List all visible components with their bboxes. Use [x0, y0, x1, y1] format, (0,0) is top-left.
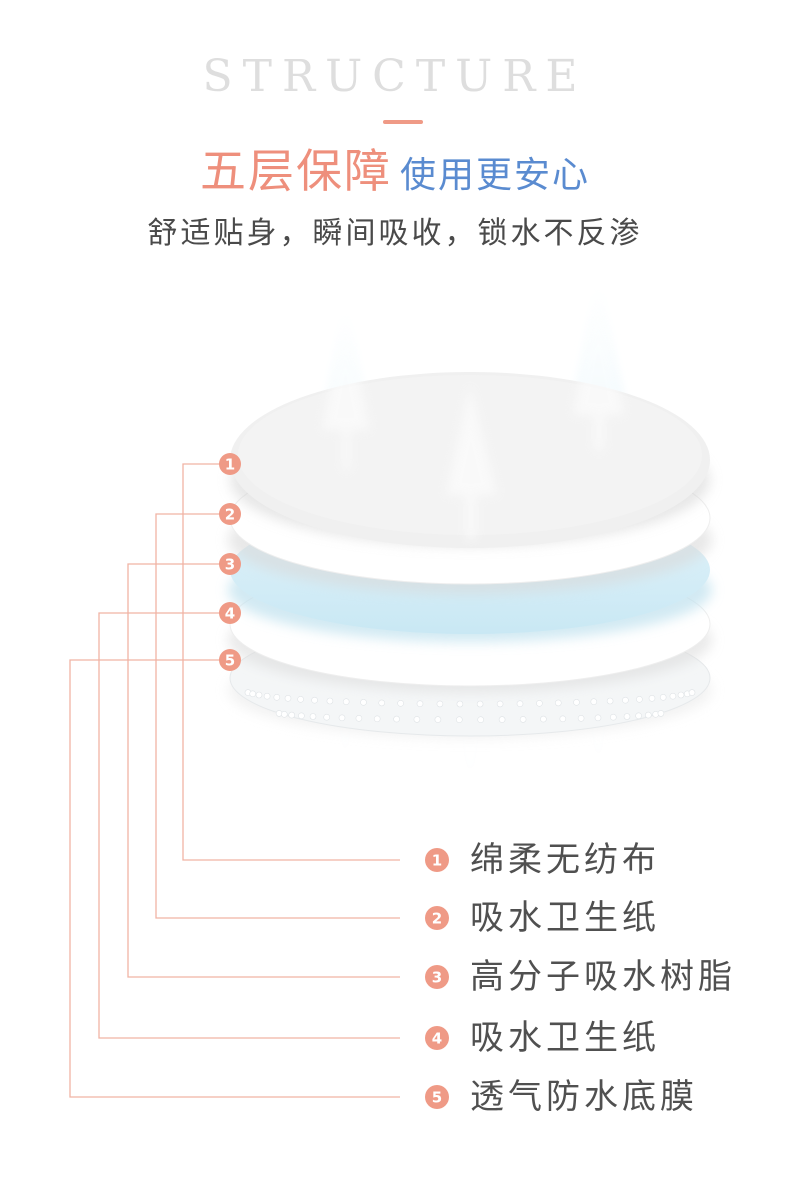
perforation-dot	[342, 698, 350, 706]
perforation-dots	[244, 689, 696, 724]
perforation-dot	[594, 714, 602, 722]
perforation-dot	[577, 714, 585, 722]
legend-label-5: 透气防水底膜	[470, 1077, 698, 1117]
perforation-dot	[393, 715, 400, 723]
perforation-dot	[476, 700, 484, 708]
leader-line-4	[98, 612, 400, 1039]
perforation-dot	[659, 693, 667, 701]
perforation-dot	[456, 700, 464, 708]
legend-badge-5: 5	[425, 1085, 449, 1109]
perforation-dot	[284, 694, 292, 702]
legend-label-1: 绵柔无纺布	[470, 840, 660, 880]
perforation-dot	[416, 700, 424, 708]
perforation-dot	[360, 698, 367, 706]
perforation-dot	[657, 710, 665, 717]
perforation-dot	[297, 695, 304, 703]
perforation-dot	[590, 698, 598, 706]
perforation-dot	[559, 715, 567, 723]
perforation-dot	[280, 710, 288, 718]
badge-5: 5	[219, 649, 241, 671]
svg-text:4: 4	[225, 605, 235, 623]
badge-3: 3	[219, 553, 241, 575]
airflow-arrows-front	[322, 285, 624, 540]
perforation-dot	[669, 692, 677, 700]
svg-text:5: 5	[225, 652, 235, 670]
perforation-dot	[455, 716, 463, 724]
perforation-dot	[373, 715, 381, 723]
arrow-up-icon	[446, 385, 497, 540]
perforation-dot	[323, 713, 331, 721]
leader-lines	[69, 463, 400, 1098]
leader-line-3	[127, 563, 400, 978]
legend-badge-1: 1	[425, 848, 449, 872]
perforation-dot	[554, 699, 562, 707]
headline: 五层保障使用更安心	[0, 140, 790, 213]
perforation-dot	[477, 716, 485, 724]
perforation-dot	[263, 692, 271, 700]
perforation-dot	[496, 700, 504, 708]
perforation-dot	[606, 697, 614, 705]
perforation-dot	[622, 696, 629, 704]
leader-line-1	[182, 463, 400, 861]
perforation-dot	[623, 713, 631, 720]
legend-label-4: 吸水卫生纸	[470, 1018, 660, 1058]
perforation-dot	[498, 716, 506, 723]
leader-line-5	[69, 659, 400, 1098]
badge-2: 2	[219, 503, 241, 525]
badge-1: 1	[219, 453, 241, 475]
svg-text:4: 4	[432, 1030, 442, 1048]
arrow-up-icon	[322, 310, 370, 470]
perforation-dot	[413, 716, 421, 723]
perforation-dot	[519, 716, 527, 723]
perforation-dot	[326, 697, 334, 705]
perforation-dot	[573, 698, 580, 706]
badge-4: 4	[219, 602, 241, 624]
leader-line-2	[155, 513, 400, 919]
perforation-dot	[249, 690, 256, 698]
svg-text:3: 3	[225, 556, 235, 574]
subtitle: 舒适贴身，瞬间吸收，锁水不反渗	[147, 216, 643, 251]
perforation-dot	[311, 696, 318, 704]
svg-text:1: 1	[432, 852, 442, 870]
svg-text:3: 3	[432, 969, 442, 987]
accent-divider	[383, 120, 423, 124]
svg-text:5: 5	[432, 1089, 442, 1107]
perforation-dot	[644, 711, 652, 719]
legend-label-2: 吸水卫生纸	[470, 898, 660, 938]
perforation-dot	[516, 700, 524, 708]
perforation-dot	[635, 712, 642, 720]
legend-badge-2: 2	[425, 906, 449, 930]
perforation-dot	[436, 700, 444, 708]
disc-badges: 1 2 3 4 5	[219, 453, 241, 671]
perforation-dot	[636, 695, 643, 703]
perforation-dot	[677, 691, 685, 699]
perforation-dot	[688, 689, 696, 696]
perforation-dot	[540, 715, 547, 723]
perforation-dot	[434, 716, 442, 723]
legend-badge-3: 3	[425, 965, 449, 989]
perforation-dot	[355, 714, 363, 722]
perforation-dot	[298, 712, 305, 720]
headline-blue: 使用更安心	[399, 155, 590, 196]
structure-eyebrow: STRUCTURE	[202, 51, 588, 102]
perforation-dot	[397, 699, 404, 707]
perforation-dot	[536, 699, 543, 707]
legend-label-3: 高分子吸水树脂	[470, 957, 736, 997]
headline-pink: 五层保障	[199, 144, 392, 198]
perforation-dot	[288, 711, 296, 719]
perforation-dot	[338, 714, 346, 722]
legend-badges: 1 2 3 4 5	[425, 848, 449, 1109]
legend-badge-4: 4	[425, 1026, 449, 1050]
perforation-dot	[309, 713, 317, 720]
svg-text:2: 2	[432, 910, 442, 928]
perforation-dot	[255, 691, 263, 699]
svg-text:1: 1	[225, 456, 235, 474]
perforation-dot	[648, 694, 656, 702]
svg-text:2: 2	[225, 506, 235, 524]
perforation-dot	[378, 699, 386, 707]
arrow-up-icon	[573, 285, 624, 450]
perforation-dot	[609, 713, 617, 721]
perforation-dot	[273, 693, 281, 701]
